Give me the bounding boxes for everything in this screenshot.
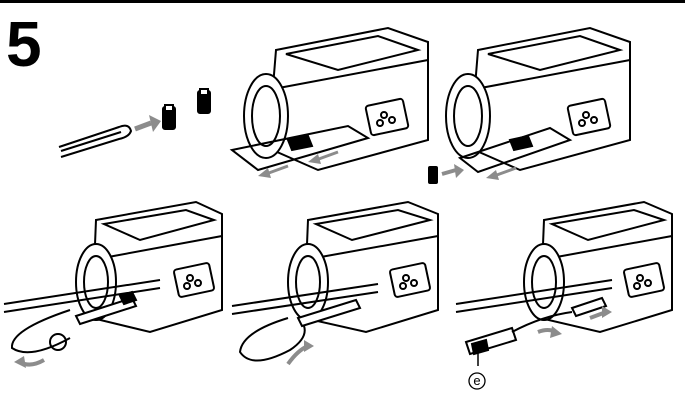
strap-tip: [58, 124, 133, 158]
callout-letter: e: [473, 373, 481, 388]
top-rule: [0, 0, 685, 3]
arrow-icon: [286, 340, 314, 366]
arrow-icon: [258, 150, 339, 178]
arrow-icon: [14, 356, 45, 368]
panel-camera-top-right: [420, 20, 635, 190]
panel-camera-bottom-middle: [228, 200, 443, 380]
strap: [229, 124, 371, 172]
camera-body: [287, 200, 439, 334]
arrow-icon: [441, 164, 517, 180]
callout-label-e: e: [468, 372, 486, 390]
strap: [231, 283, 379, 362]
strap: [455, 279, 613, 356]
stopper-icon: [428, 166, 438, 184]
camera-body: [445, 26, 631, 172]
arrow-icon: [537, 306, 612, 338]
callout-circle-icon: [468, 372, 486, 390]
arrow-icon: [134, 115, 161, 132]
camera-body: [243, 26, 429, 172]
panel-camera-bottom-right: [452, 200, 677, 375]
strap: [457, 126, 573, 174]
panel-camera-top-middle: [228, 20, 433, 185]
panel-camera-bottom-left: [0, 200, 225, 385]
panel-insert-stopper: [55, 85, 225, 165]
step-number: 5: [6, 8, 42, 80]
stopper-icon-2: [197, 88, 211, 114]
camera-body: [523, 200, 673, 334]
strap: [3, 279, 161, 354]
stopper-icon-1: [162, 104, 176, 130]
